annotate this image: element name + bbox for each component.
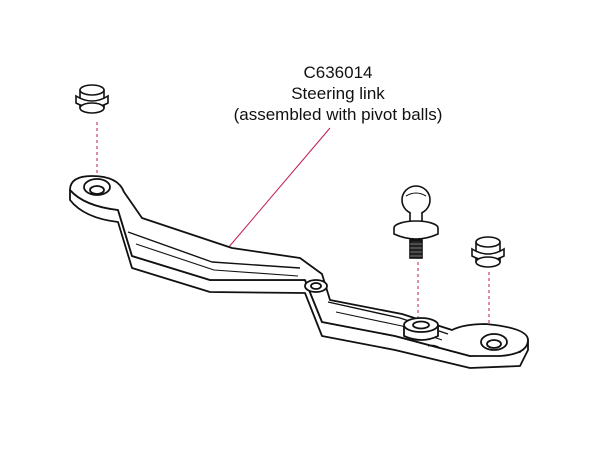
part-callout: C636014 Steering link (assembled with pi… (200, 62, 476, 125)
ball-stud (393, 185, 439, 259)
pivot-ball-left (75, 84, 109, 114)
pivot-ball-right (471, 236, 505, 268)
steering-link (69, 175, 529, 369)
assembly-guides (96, 122, 490, 335)
part-number: C636014 (303, 63, 373, 82)
part-note: (assembled with pivot balls) (233, 105, 443, 124)
part-name: Steering link (291, 84, 385, 103)
callout-leader-line (227, 127, 331, 249)
